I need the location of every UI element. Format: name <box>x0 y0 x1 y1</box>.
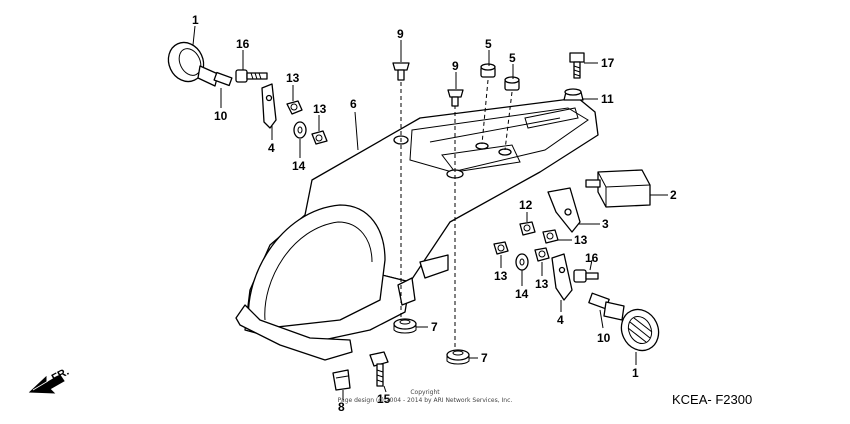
callout-17: 17 <box>601 56 615 70</box>
callout-12: 12 <box>519 198 533 212</box>
callout-13-d: 13 <box>494 269 508 283</box>
nut-part-13e <box>534 247 550 262</box>
callout-13-a: 13 <box>286 71 300 85</box>
nut-part-12 <box>519 221 536 236</box>
nut-part-5a <box>480 63 496 78</box>
callout-14-top: 14 <box>292 159 306 173</box>
nut-part-13a <box>286 100 303 115</box>
copyright-notice: Page design (c) 2004 - 2014 by ARI Netwo… <box>338 397 513 404</box>
clip-part-8 <box>332 369 351 391</box>
diagram-reference-code: KCEA- F2300 <box>672 392 752 407</box>
callout-11: 11 <box>601 92 614 106</box>
reflector-part-bottom <box>588 292 660 352</box>
callout-8: 8 <box>338 400 345 414</box>
nut-part-11 <box>563 88 584 101</box>
callout-13-b: 13 <box>313 102 327 116</box>
callout-16-top: 16 <box>236 37 250 51</box>
callout-3: 3 <box>602 217 609 231</box>
reflector-part-2 <box>585 169 651 208</box>
nut-part-5b <box>504 76 520 91</box>
callout-10-bottom: 10 <box>597 331 611 345</box>
callout-7-b: 7 <box>481 351 488 365</box>
direction-arrow-icon <box>28 374 65 394</box>
callout-15: 15 <box>377 392 391 406</box>
callout-9-a: 9 <box>397 27 404 41</box>
callout-14-bottom: 14 <box>515 287 529 301</box>
callout-2: 2 <box>670 188 677 202</box>
bolt-part-17 <box>569 52 585 79</box>
nut-part-13c <box>542 229 559 244</box>
bolt-part-15 <box>369 351 389 387</box>
rivet-part-9a <box>392 62 410 81</box>
callout-7-a: 7 <box>431 320 438 334</box>
bolt-part-16-top <box>235 69 268 83</box>
callout-4-bottom: 4 <box>557 313 564 327</box>
front-direction-indicator: FR. <box>28 366 71 394</box>
callout-9-b: 9 <box>452 59 459 73</box>
reflector-part-top <box>167 41 233 87</box>
callout-5-a: 5 <box>485 37 492 51</box>
nut-part-13b <box>311 130 328 145</box>
bolt-part-16-bottom <box>573 269 599 283</box>
callout-5-b: 5 <box>509 51 516 65</box>
callout-6: 6 <box>350 97 357 111</box>
callout-13-c: 13 <box>574 233 588 247</box>
leader-lines <box>192 25 668 400</box>
bracket-part-4-bottom <box>551 253 573 301</box>
washer-part-14-top <box>293 121 307 139</box>
bracket-part-4-top <box>261 83 277 129</box>
nut-part-13d <box>493 241 509 255</box>
copyright-title: Copyright <box>410 389 440 396</box>
callout-16-bottom: 16 <box>585 251 599 265</box>
grommet-part-7b <box>446 349 470 365</box>
rear-fender-part <box>235 97 599 361</box>
callout-13-e: 13 <box>535 277 549 291</box>
callout-1-top: 1 <box>192 13 199 27</box>
callout-1-bottom: 1 <box>632 366 639 380</box>
callout-4-top: 4 <box>268 141 275 155</box>
grommet-part-7a <box>393 318 417 334</box>
callout-labels: 1 16 13 13 10 4 14 6 9 9 5 5 17 11 2 3 1… <box>192 13 677 414</box>
washer-part-14-bottom <box>515 253 529 271</box>
direction-label: FR. <box>50 366 71 385</box>
bracket-part-3 <box>547 187 581 233</box>
rivet-part-9b <box>447 89 464 107</box>
callout-10-top: 10 <box>214 109 228 123</box>
